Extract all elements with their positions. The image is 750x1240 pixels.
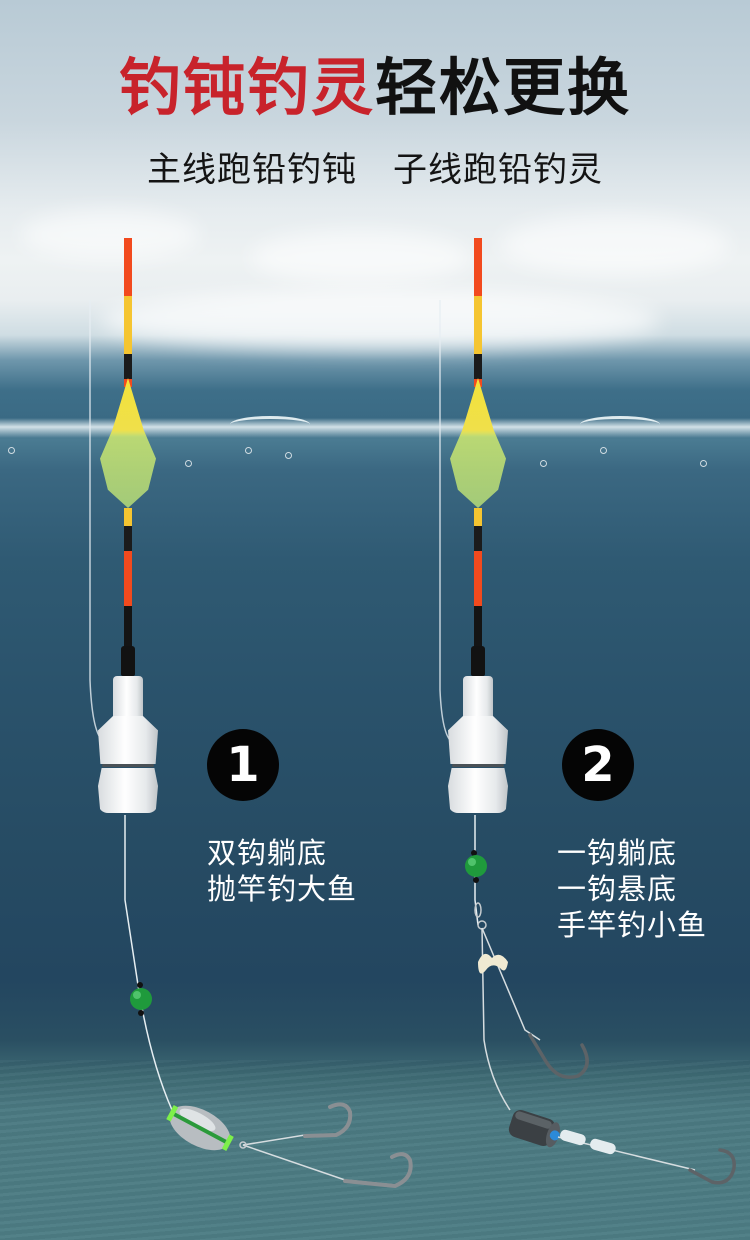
bubble [700,460,707,467]
bubble [245,447,252,454]
float-tip-yellow [124,296,132,354]
title-black-part: 轻松更换 [375,51,632,124]
rig-1-number-badge: 1 [207,729,279,801]
float-seat-connector [471,646,485,676]
rig-2-line-2: 一钩悬底 [557,872,678,906]
float-body [100,378,156,508]
seabed [0,1060,750,1240]
rig-2-number-badge: 2 [562,729,634,801]
float-tip-black [474,354,482,379]
title-red-part: 钓钝钓灵 [118,51,375,124]
float-tail-red [124,551,132,606]
rig-2-line-1: 一钩躺底 [557,836,678,870]
float-seat-shoulder [448,716,508,764]
float-seat-shoulder [98,716,158,764]
subtitle-left: 主线跑铅钓钝 [147,150,357,190]
cloud [500,215,730,275]
water-surface-foam [0,418,750,438]
bubble [8,447,15,454]
float-tail-yellow [124,508,132,526]
float-tip-red [124,238,132,296]
float-seat-connector [121,646,135,676]
wave-crest [230,416,310,433]
float-tip-black [124,354,132,379]
float-tail-yellow [474,508,482,526]
float-body [450,378,506,508]
float-seat-gap [102,764,154,767]
float-tail-black [474,526,482,551]
rig-2-line-3: 手竿钓小鱼 [557,908,708,942]
float-1 [98,238,158,818]
bubble [285,452,292,459]
float-seat-base [98,768,158,813]
rig-2-description: 一钩躺底 一钩悬底 手竿钓小鱼 [557,835,707,943]
float-tip-yellow [474,296,482,354]
cloud [250,230,470,285]
float-tail-red [474,551,482,606]
subtitle: 主线跑铅钓钝子线跑铅钓灵 [0,148,750,192]
page-title: 钓钝钓灵轻松更换 [0,52,750,124]
float-2 [448,238,508,818]
float-tail-black [124,526,132,551]
bubble [600,447,607,454]
wave-crest [580,416,660,433]
cloud [20,210,200,260]
rig-1-line-1: 双钩躺底 [207,836,328,870]
float-tail-black [124,606,132,651]
rig-1-description: 双钩躺底 抛竿钓大鱼 [207,835,357,907]
float-tip-red [474,238,482,296]
rig-1-line-2: 抛竿钓大鱼 [207,872,358,906]
float-tail-black [474,606,482,651]
subtitle-right: 子线跑铅钓灵 [393,150,603,190]
bubble [540,460,547,467]
bubble [185,460,192,467]
float-seat-gap [452,764,504,767]
float-seat-base [448,768,508,813]
mist [100,290,660,350]
